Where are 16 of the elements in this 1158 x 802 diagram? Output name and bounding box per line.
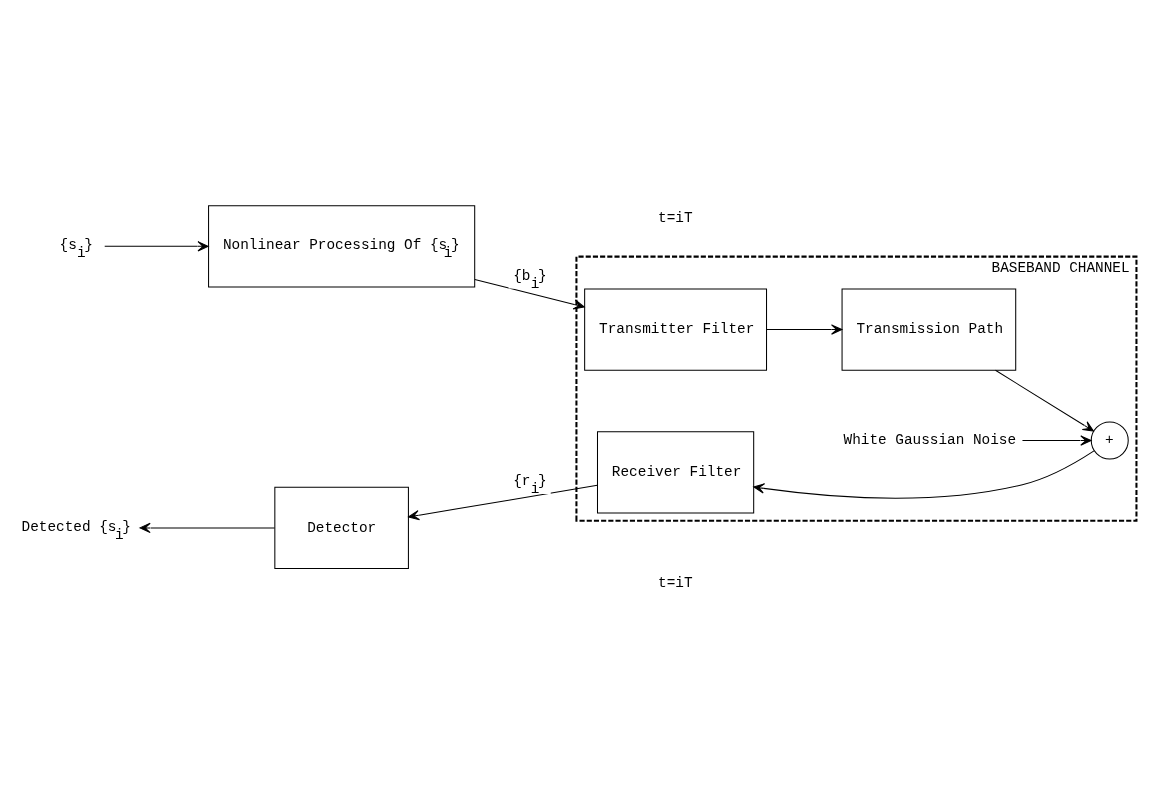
label: t=iT [658,575,693,592]
arrow [139,522,276,534]
node-text: White Gaussian Noise [843,432,1017,449]
arrow [408,484,598,521]
node-box: Transmitter Filter [584,288,768,371]
node-circle: + [1090,421,1129,460]
node-box: Transmission Path [841,288,1017,371]
arrow [994,369,1094,432]
arrow [753,450,1095,499]
arrow [474,278,585,310]
arrow [1021,435,1092,446]
arrow [104,241,209,252]
node-box: Receiver Filter [597,431,755,514]
node-box: Detector [274,486,409,569]
label: t=iT [658,210,693,227]
arrow [766,324,843,335]
